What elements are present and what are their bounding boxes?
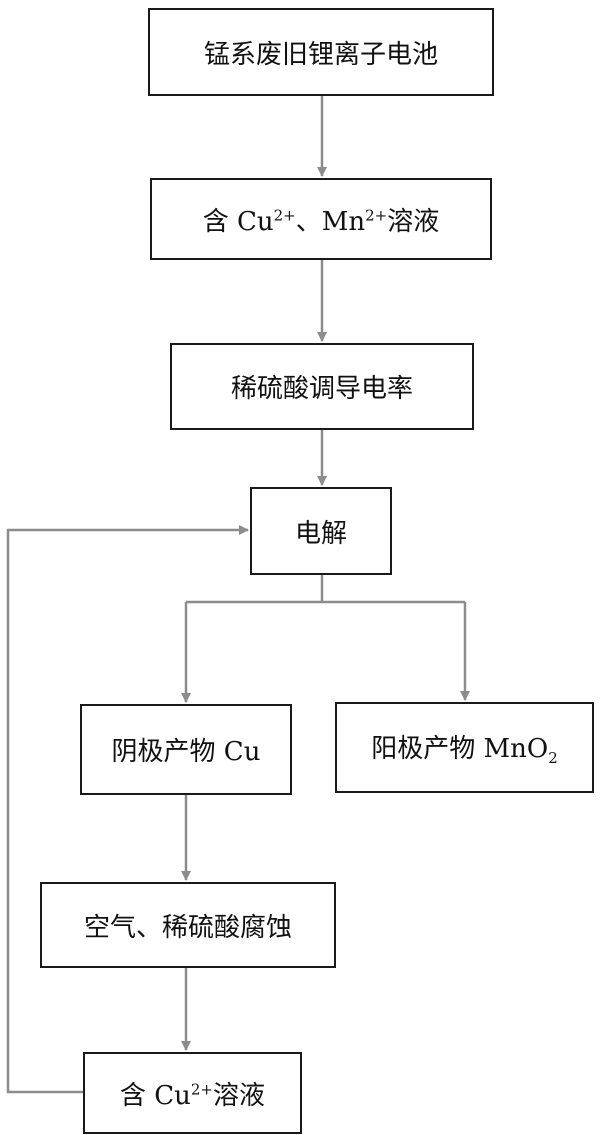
superscript-charge: 2+: [365, 206, 387, 224]
subscript-count: 2: [548, 749, 558, 767]
node-cathode-product-label: 阴极产物 Cu: [112, 731, 261, 768]
node-spent-battery-label: 锰系废旧锂离子电池: [204, 34, 438, 71]
node-cu-mn-solution: 含 Cu2+、Mn2+溶液: [150, 178, 492, 260]
connector-electrolysis-split: [186, 575, 465, 602]
node-cu-mn-solution-label: 含 Cu2+、Mn2+溶液: [203, 201, 440, 238]
node-corrosion: 空气、稀硫酸腐蚀: [40, 882, 336, 968]
label-part: 含 Cu: [203, 207, 274, 237]
superscript-charge: 2+: [191, 1080, 213, 1098]
label-part: 溶液: [213, 1081, 265, 1111]
superscript-charge: 2+: [274, 206, 296, 224]
label-part: 阳极产物 MnO: [371, 734, 548, 764]
label-part: 溶液: [387, 207, 439, 237]
node-cu-solution-label: 含 Cu2+溶液: [120, 1075, 265, 1112]
node-corrosion-label: 空气、稀硫酸腐蚀: [84, 907, 292, 944]
node-electrolysis: 电解: [250, 487, 392, 575]
node-anode-product-label: 阳极产物 MnO2: [371, 728, 558, 767]
arrow-recycle-loop: [8, 530, 248, 1092]
label-part: 含 Cu: [120, 1081, 191, 1111]
node-electrolysis-label: 电解: [295, 513, 347, 550]
node-spent-battery: 锰系废旧锂离子电池: [148, 8, 494, 96]
node-conductivity-adjust-label: 稀硫酸调导电率: [231, 368, 413, 405]
label-part: 、Mn: [296, 207, 365, 237]
node-cu-solution: 含 Cu2+溶液: [83, 1052, 302, 1134]
node-cathode-product: 阴极产物 Cu: [80, 704, 292, 795]
node-conductivity-adjust: 稀硫酸调导电率: [170, 343, 474, 430]
node-anode-product: 阳极产物 MnO2: [335, 702, 594, 793]
